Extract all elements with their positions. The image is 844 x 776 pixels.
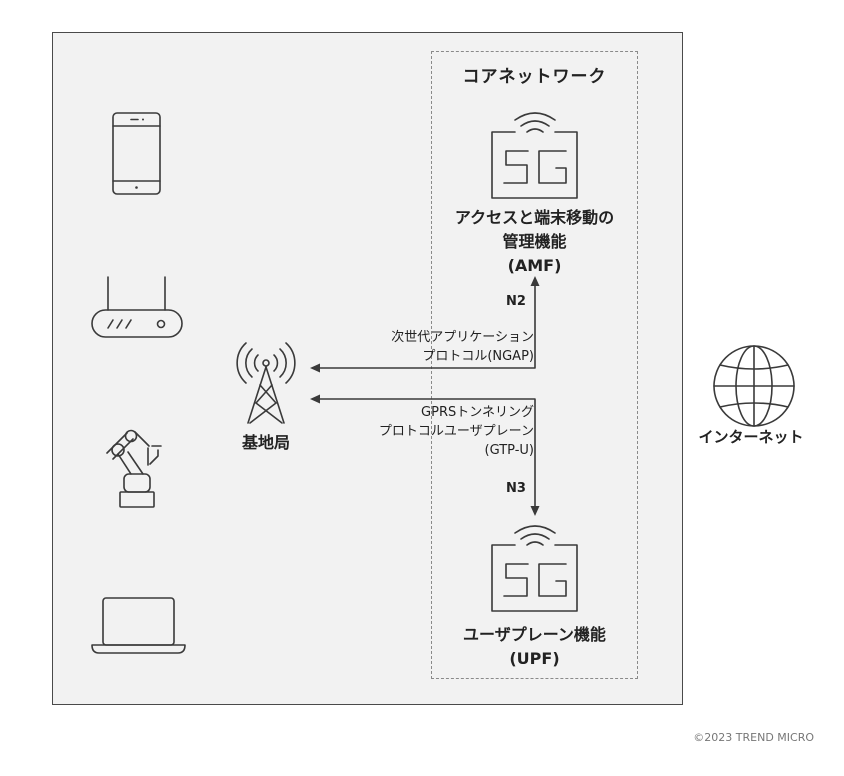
core-network-box	[431, 51, 638, 679]
ngap-label-line2: プロトコル(NGAP)	[422, 349, 534, 364]
5g-icon	[491, 112, 578, 199]
upf-label-line2: (UPF)	[509, 649, 560, 668]
cell-tower-icon	[236, 342, 296, 424]
n2-label: N2	[506, 294, 526, 309]
amf-label-line1: アクセスと端末移動の	[454, 208, 615, 227]
gtpu-label-line3: (GTP-U)	[484, 443, 534, 458]
upf-label: ユーザプレーン機能 (UPF)	[431, 623, 638, 671]
amf-label: アクセスと端末移動の 管理機能 (AMF)	[431, 206, 638, 278]
5g-icon	[491, 525, 578, 612]
core-network-title: コアネットワーク	[462, 67, 607, 87]
copyright-text: ©2023 TREND MICRO	[693, 731, 814, 744]
n2-ngap-connector	[310, 276, 540, 373]
amf-label-line3: (AMF)	[507, 256, 562, 275]
laptop-icon	[91, 597, 186, 654]
n3-label: N3	[506, 481, 526, 496]
robot-arm-icon	[106, 429, 162, 508]
smartphone-icon	[112, 112, 161, 195]
upf-label-line1: ユーザプレーン機能	[463, 625, 606, 644]
gtpu-label-line2: プロトコルユーザプレーン	[378, 424, 534, 439]
base-station-label: 基地局	[241, 433, 290, 452]
gtpu-label-line1: GPRSトンネリング	[421, 405, 534, 420]
n3-gtpu-connector	[310, 394, 540, 516]
internet-label: インターネット	[698, 428, 804, 446]
amf-label-line2: 管理機能	[502, 232, 567, 251]
globe-icon	[713, 345, 795, 427]
ngap-label: 次世代アプリケーション プロトコル(NGAP)	[391, 328, 534, 366]
gtpu-label: GPRSトンネリング プロトコルユーザプレーン (GTP-U)	[379, 403, 534, 460]
ngap-label-line1: 次世代アプリケーション	[391, 330, 534, 345]
router-icon	[91, 276, 183, 338]
